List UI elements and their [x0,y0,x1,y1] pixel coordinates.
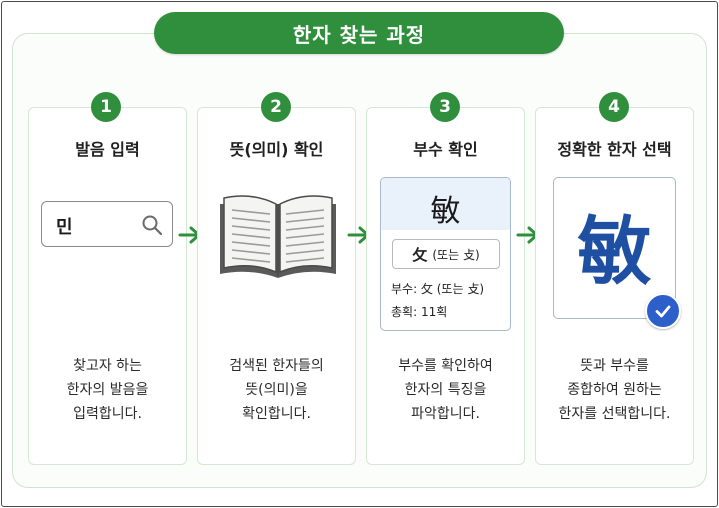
step-4-desc-line-3: 한자를 선택합니다. [558,406,671,422]
step-2-number-badge: 2 [261,92,291,122]
radical-info-text: 부수: 攵 (또는 攴) [391,282,485,296]
checkmark-icon [645,293,681,329]
step-1-desc-line-1: 찾고자 하는 [73,358,142,374]
step-1-title: 발음 입력 [75,140,140,159]
step-2-card: 뜻(의미) 확인 검색된 한자들의 뜻(의미)을 확인합니다. [197,107,356,465]
radical-info-card: 敏 攵 (또는 攴) 부수: 攵 (또는 攴) 총획: 11획 [380,177,511,331]
step-3-description: 부수를 확인하여 한자의 특징을 파악합니다. [367,354,524,426]
hanja-character: 敏 [430,194,461,229]
step-4-desc-line-1: 뜻과 부수를 [580,358,649,374]
step-3-title: 부수 확인 [413,140,478,159]
step-1-card: 발음 입력 민 찾고자 하는 한자의 발음을 입력합니다. [28,107,187,465]
step-3-desc-line-3: 파악합니다. [411,406,480,422]
step-2-desc-line-2: 뜻(의미)을 [245,382,308,398]
step-1-desc-line-3: 입력합니다. [73,406,142,422]
diagram-title: 한자 찾는 과정 [154,12,564,54]
step-4-title: 정확한 한자 선택 [557,140,672,159]
step-1-description: 찾고자 하는 한자의 발음을 입력합니다. [29,354,186,426]
search-icon[interactable] [140,213,164,237]
step-1-number-badge: 1 [91,92,121,122]
step-4-description: 뜻과 부수를 종합하여 원하는 한자를 선택합니다. [536,354,693,426]
step-4-number-badge: 4 [599,92,629,122]
stroke-count-text: 총획: 11획 [391,305,448,319]
step-3-desc-line-2: 한자의 특징을 [404,382,487,398]
step-2-title: 뜻(의미) 확인 [229,140,324,159]
step-2-description: 검색된 한자들의 뜻(의미)을 확인합니다. [198,354,355,426]
selected-hanja-character: 敏 [577,209,652,295]
radical-alternate: (또는 攴) [432,247,480,262]
step-4-desc-line-2: 종합하여 원하는 [567,382,662,398]
step-4-card: 정확한 한자 선택 敏 뜻과 부수를 종합하여 원하는 한자를 선택합니다. [535,107,694,465]
open-book-icon [220,195,336,278]
step-3-card: 부수 확인 敏 攵 (또는 攴) 부수: 攵 (또는 攴) 총획: 11획 부수… [366,107,525,465]
radical-card-header [381,178,510,230]
step-2-desc-line-3: 확인합니다. [242,406,311,422]
radical-badge: 攵 (또는 攴) [392,239,500,269]
search-input-value: 민 [56,217,73,238]
step-3-number-badge: 3 [430,92,460,122]
step-3-desc-line-1: 부수를 확인하여 [398,358,493,374]
radical-character: 攵 [412,245,428,264]
step-1-desc-line-2: 한자의 발음을 [66,382,149,398]
step-2-desc-line-1: 검색된 한자들의 [229,358,324,374]
pronunciation-search-input[interactable]: 민 [41,201,173,247]
